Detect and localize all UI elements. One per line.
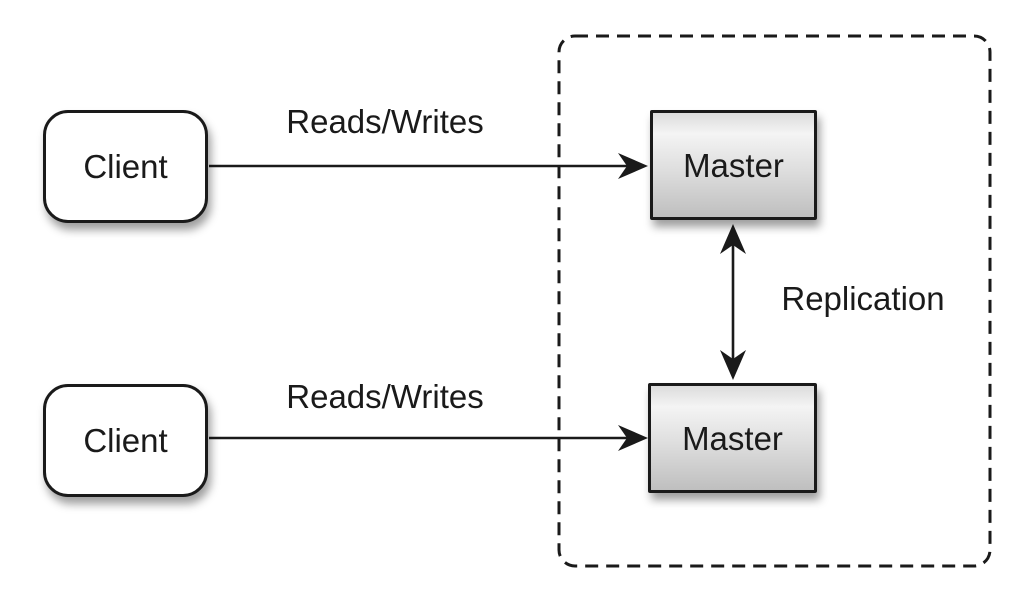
node-client-top: Client [43, 110, 208, 223]
edge-label-replication: Replication [781, 280, 945, 317]
arrowhead-down-icon [720, 350, 746, 380]
node-client-top-label: Client [83, 148, 168, 185]
node-master-top: Master [650, 110, 817, 220]
node-client-bottom-label: Client [83, 422, 168, 459]
node-master-top-label: Master [683, 146, 784, 184]
arrowhead-right-icon [618, 153, 648, 179]
arrowhead-right-icon [618, 425, 648, 451]
arrowhead-up-icon [720, 224, 746, 254]
node-master-bottom: Master [648, 383, 817, 493]
node-client-bottom: Client [43, 384, 208, 497]
masters-cluster-dashed-border [557, 34, 992, 568]
edge-label-reads-writes-top: Reads/Writes [286, 103, 484, 140]
edge-label-reads-writes-bottom: Reads/Writes [286, 378, 484, 415]
node-master-bottom-label: Master [682, 419, 783, 457]
